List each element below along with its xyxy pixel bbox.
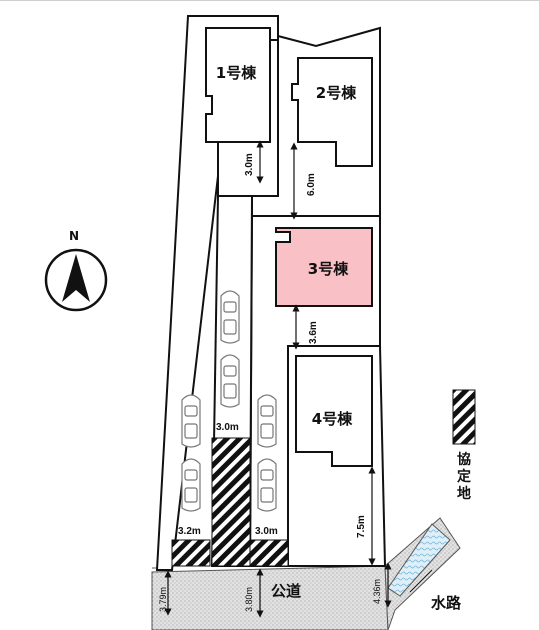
waterway-leader xyxy=(409,569,433,593)
compass-north-label: N xyxy=(69,229,79,243)
dim-right-width: 3.0m xyxy=(255,526,278,537)
agreement-land-center xyxy=(211,437,251,567)
compass-icon xyxy=(44,248,108,312)
dim-b1-gap: 3.0m xyxy=(244,153,255,176)
parking-car-6 xyxy=(257,458,277,512)
dim-road-mid: 3.80m xyxy=(244,587,254,612)
dim-b2-gap: 6.0m xyxy=(306,173,317,196)
building-4 xyxy=(295,355,373,467)
building-4-label: 4号棟 xyxy=(312,410,353,428)
building-1-label: 1号棟 xyxy=(216,64,257,82)
dim-road-right: 4.36m xyxy=(372,579,382,604)
parking-car-3 xyxy=(181,394,201,448)
parking-car-5 xyxy=(257,394,277,448)
public-road-bend xyxy=(384,517,461,630)
building-2 xyxy=(291,57,373,167)
parking-car-4 xyxy=(181,458,201,512)
agreement-land-right xyxy=(249,539,289,567)
building-1 xyxy=(205,27,271,143)
public-road xyxy=(151,565,389,630)
legend-swatch xyxy=(452,389,476,445)
dim-b4-gap: 7.5m xyxy=(356,515,367,538)
road-label: 公道 xyxy=(271,582,301,600)
dim-parking-width: 3.0m xyxy=(216,422,239,433)
parking-car-1 xyxy=(220,290,240,344)
agreement-land-left xyxy=(171,539,211,567)
dim-road-left: 3.79m xyxy=(158,587,168,612)
building-3 xyxy=(275,227,373,307)
legend-label: 協定地 xyxy=(457,451,471,502)
building-2-label: 2号棟 xyxy=(316,84,357,102)
building-3-label: 3号棟 xyxy=(308,260,349,278)
dim-b3-gap: 3.6m xyxy=(308,321,319,344)
dim-left-width: 3.2m xyxy=(178,526,201,537)
parking-car-2 xyxy=(220,354,240,408)
waterway xyxy=(387,523,451,597)
waterway-label: 水路 xyxy=(431,594,462,612)
